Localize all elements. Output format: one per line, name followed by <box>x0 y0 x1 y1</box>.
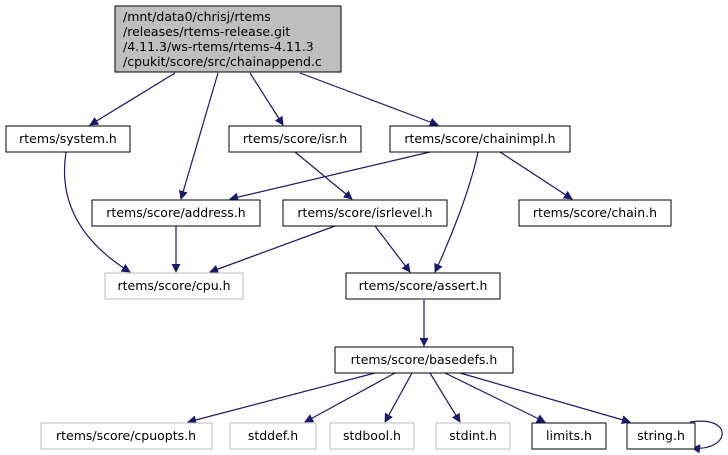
edge-root-chainimpl <box>299 72 439 127</box>
node-limits-h[interactable]: limits.h <box>531 422 607 450</box>
node-system-h[interactable]: rtems/system.h <box>5 125 131 153</box>
svg-text:stdbool.h: stdbool.h <box>343 428 401 443</box>
node-stddef-h[interactable]: stddef.h <box>229 422 317 450</box>
root-line-3: /4.11.3/ws-rtems/rtems-4.11.3 <box>123 39 314 54</box>
svg-text:rtems/score/cpu.h: rtems/score/cpu.h <box>117 278 230 293</box>
svg-text:rtems/score/assert.h: rtems/score/assert.h <box>359 278 488 293</box>
root-line-1: /mnt/data0/chrisj/rtems <box>123 9 271 24</box>
edge-isr-isrlevel <box>294 151 353 200</box>
svg-text:limits.h: limits.h <box>546 428 592 443</box>
edge-basedefs-stdint <box>429 372 461 423</box>
svg-text:rtems/system.h: rtems/system.h <box>19 131 117 146</box>
node-assert-h[interactable]: rtems/score/assert.h <box>345 272 501 300</box>
edge-basedefs-stddef <box>304 372 396 423</box>
edge-basedefs-stdbool <box>384 372 413 423</box>
node-stdint-h[interactable]: stdint.h <box>435 422 511 450</box>
node-chainimpl-h[interactable]: rtems/score/chainimpl.h <box>389 125 571 153</box>
graph-edges <box>63 72 723 454</box>
svg-text:stdint.h: stdint.h <box>449 428 497 443</box>
node-isr-h[interactable]: rtems/score/isr.h <box>228 125 362 153</box>
edge-isrlevel-assert <box>374 225 411 273</box>
node-chain-h[interactable]: rtems/score/chain.h <box>518 199 672 227</box>
edge-basedefs-cpuopts <box>187 372 376 425</box>
svg-text:stddef.h: stddef.h <box>248 428 298 443</box>
edge-string-self <box>689 420 723 454</box>
node-root-file[interactable]: /mnt/data0/chrisj/rtems /releases/rtems-… <box>114 5 342 73</box>
edge-chainimpl-address <box>229 151 431 202</box>
node-stdbool-h[interactable]: stdbool.h <box>329 422 415 450</box>
svg-text:rtems/score/chain.h: rtems/score/chain.h <box>533 205 657 220</box>
svg-text:rtems/score/cpuopts.h: rtems/score/cpuopts.h <box>56 428 196 443</box>
svg-text:rtems/score/chainimpl.h: rtems/score/chainimpl.h <box>404 131 555 146</box>
svg-text:string.h: string.h <box>637 428 685 443</box>
root-line-2: /releases/rtems-release.git <box>123 24 290 39</box>
node-cpuopts-h[interactable]: rtems/score/cpuopts.h <box>40 422 213 450</box>
edge-root-address <box>178 72 219 200</box>
node-basedefs-h[interactable]: rtems/score/basedefs.h <box>334 346 514 374</box>
edge-basedefs-string <box>459 372 631 425</box>
node-isrlevel-h[interactable]: rtems/score/isrlevel.h <box>282 199 448 227</box>
edge-root-isr <box>249 72 284 126</box>
svg-text:rtems/score/isrlevel.h: rtems/score/isrlevel.h <box>297 205 432 220</box>
edge-basedefs-limits <box>444 372 546 423</box>
node-address-h[interactable]: rtems/score/address.h <box>91 199 261 227</box>
edge-system-cpu <box>63 151 131 273</box>
edge-chainimpl-chain <box>499 151 573 200</box>
svg-text:rtems/score/basedefs.h: rtems/score/basedefs.h <box>351 352 498 367</box>
edge-chainimpl-assert <box>434 151 479 273</box>
edge-isrlevel-cpu <box>209 225 336 274</box>
node-string-h[interactable]: string.h <box>626 422 696 450</box>
node-cpu-h[interactable]: rtems/score/cpu.h <box>104 272 244 300</box>
svg-text:rtems/score/isr.h: rtems/score/isr.h <box>243 131 347 146</box>
edge-root-system <box>89 72 176 126</box>
root-line-4: /cpukit/score/src/chainappend.c <box>123 54 322 69</box>
svg-text:rtems/score/address.h: rtems/score/address.h <box>106 205 245 220</box>
